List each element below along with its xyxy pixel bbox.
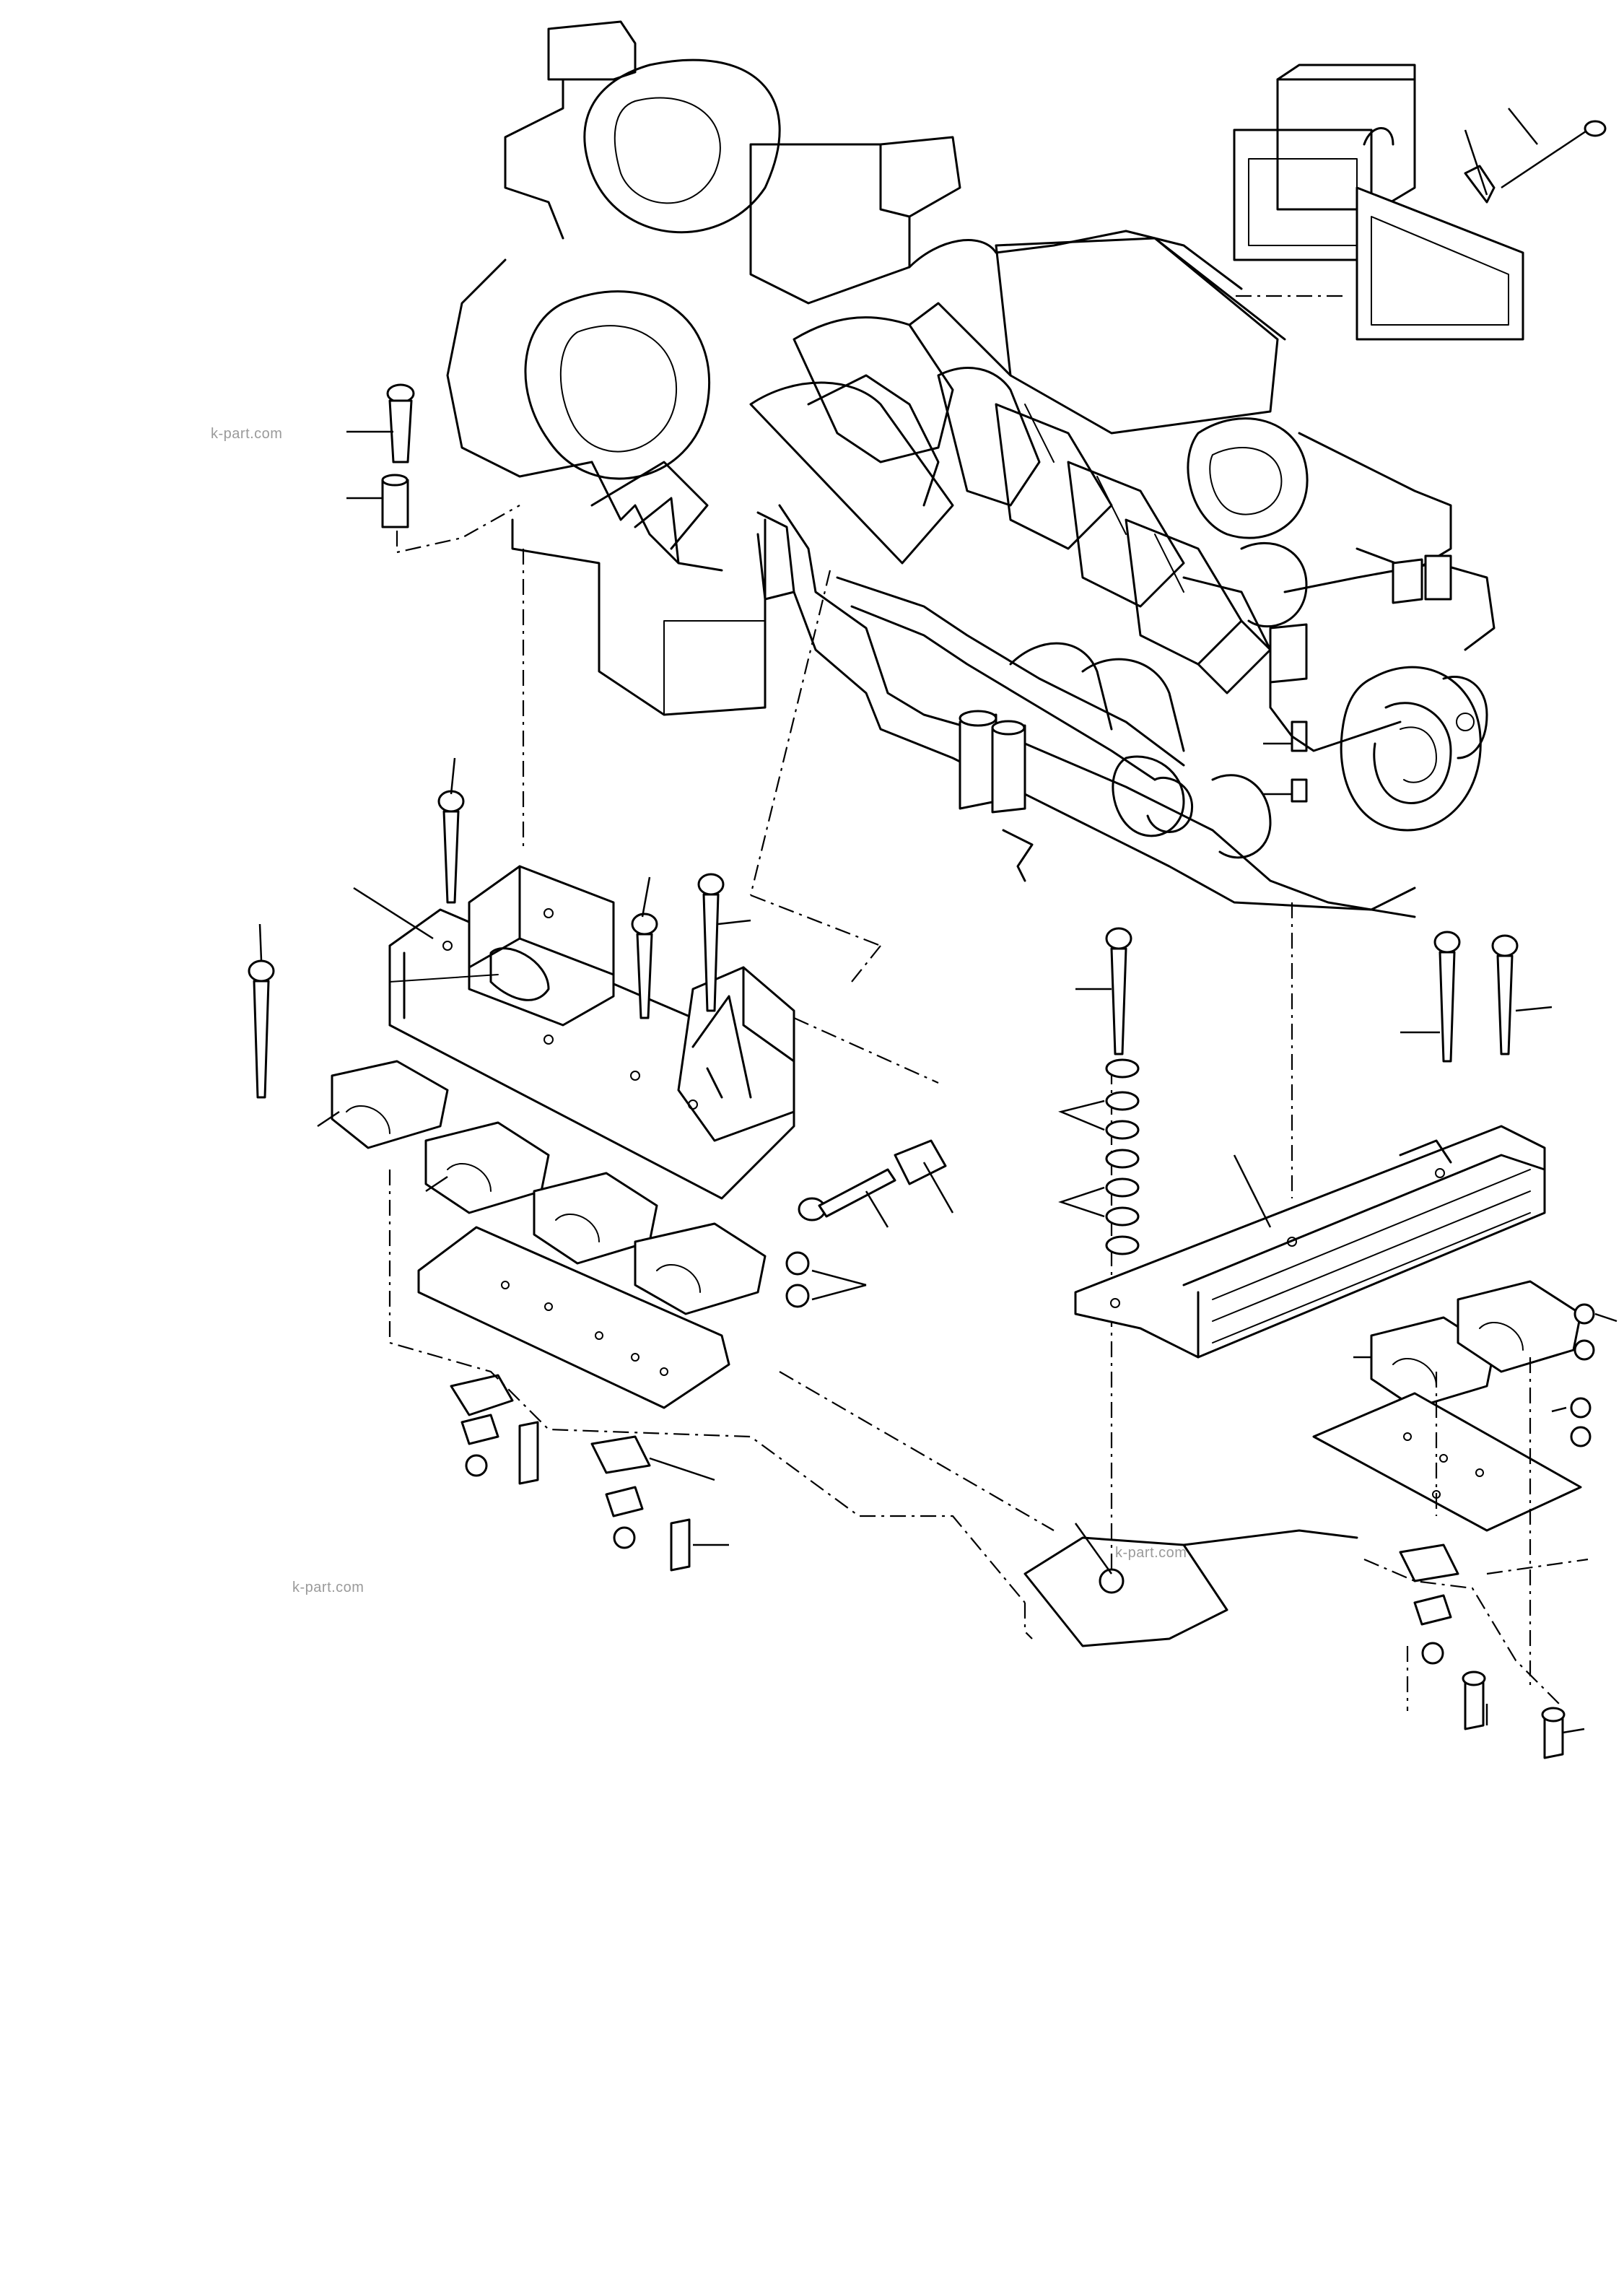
- gear-mount-bolts: [346, 383, 520, 554]
- watermark-text: k-part.com: [211, 426, 283, 442]
- right-base-plate: [1312, 1392, 1582, 1532]
- left-rubber-mounts: [317, 1060, 767, 1315]
- engine-block: [749, 230, 1416, 918]
- right-bolts: [1075, 927, 1553, 1063]
- watermark-text: k-part.com: [292, 1580, 364, 1595]
- right-lower-fasteners: [1363, 1357, 1585, 1759]
- top-right-bracket: [1233, 64, 1607, 341]
- marine-gear-housing: [446, 20, 961, 716]
- right-rubber-mounts: [1353, 1280, 1618, 1447]
- left-bracket-bolts: [248, 757, 751, 1099]
- right-washer-stack: [1058, 1058, 1140, 1255]
- hull-plate: [1023, 1523, 1589, 1647]
- turbocharger-assembly: [1187, 417, 1496, 832]
- left-lower-fasteners: [388, 1170, 1055, 1603]
- right-mount-rail: [1074, 1125, 1546, 1359]
- left-side-bolt: [798, 1139, 954, 1228]
- watermark-text: k-part.com: [1115, 1545, 1187, 1561]
- left-mount-bracket: [388, 865, 795, 1200]
- left-nuts: [785, 1251, 867, 1308]
- left-base-plate: [417, 1226, 730, 1409]
